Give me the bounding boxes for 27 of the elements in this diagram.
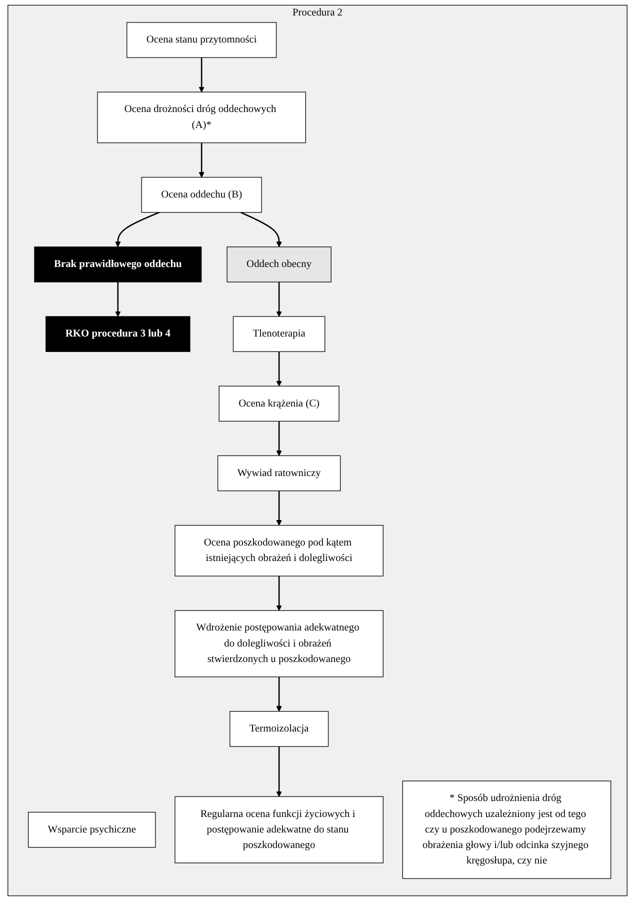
node-box: Wsparcie psychiczne bbox=[28, 812, 156, 848]
node-box: Wywiad ratowniczy bbox=[217, 455, 341, 492]
node-box: Ocena drożności dróg oddechowych (A)* bbox=[97, 92, 306, 144]
node-box: Wdrożenie postępowania adekwatnego do dolegliwości i obrażeń stwierdzonych u poszkodowanego bbox=[174, 610, 384, 678]
arrow bbox=[198, 58, 204, 92]
arrow bbox=[276, 490, 282, 526]
arrow bbox=[276, 352, 282, 386]
node-box: Brak prawidłowego oddechu bbox=[34, 246, 202, 282]
arrow bbox=[240, 212, 282, 248]
arrow bbox=[276, 282, 282, 317]
node-box: Termoizolacja bbox=[230, 711, 329, 747]
node-box: Regularna ocena funkcji życiowych i postępowanie adekwatne do stanu poszkodowanego bbox=[174, 796, 384, 864]
node-box: Ocena stanu przytomności bbox=[126, 22, 277, 58]
arrow bbox=[115, 282, 121, 317]
arrow bbox=[276, 576, 282, 611]
node-box: Ocena oddechu (B) bbox=[141, 176, 262, 213]
node-box: Ocena poszkodowanego pod kątem istniejących obrażeń i dolegliwości bbox=[174, 524, 384, 576]
arrow bbox=[276, 676, 282, 712]
node-box: Oddech obecny bbox=[226, 246, 332, 282]
arrow bbox=[198, 142, 204, 178]
node-box: Ocena krążenia (C) bbox=[218, 386, 340, 422]
node-box: RKO procedura 3 lub 4 bbox=[46, 316, 190, 352]
node-box: * Sposób udrożnienia dróg oddechowych uzależniony jest od tego czy u poszkodowanego podejrzewamy obrażenia głowy i/lub odcinka szyjnego kręgosłupa, czy nie bbox=[402, 780, 612, 879]
arrow bbox=[276, 421, 282, 456]
arrow bbox=[276, 746, 282, 797]
node-box: Tlenoterapia bbox=[232, 316, 326, 352]
arrow bbox=[115, 212, 160, 248]
